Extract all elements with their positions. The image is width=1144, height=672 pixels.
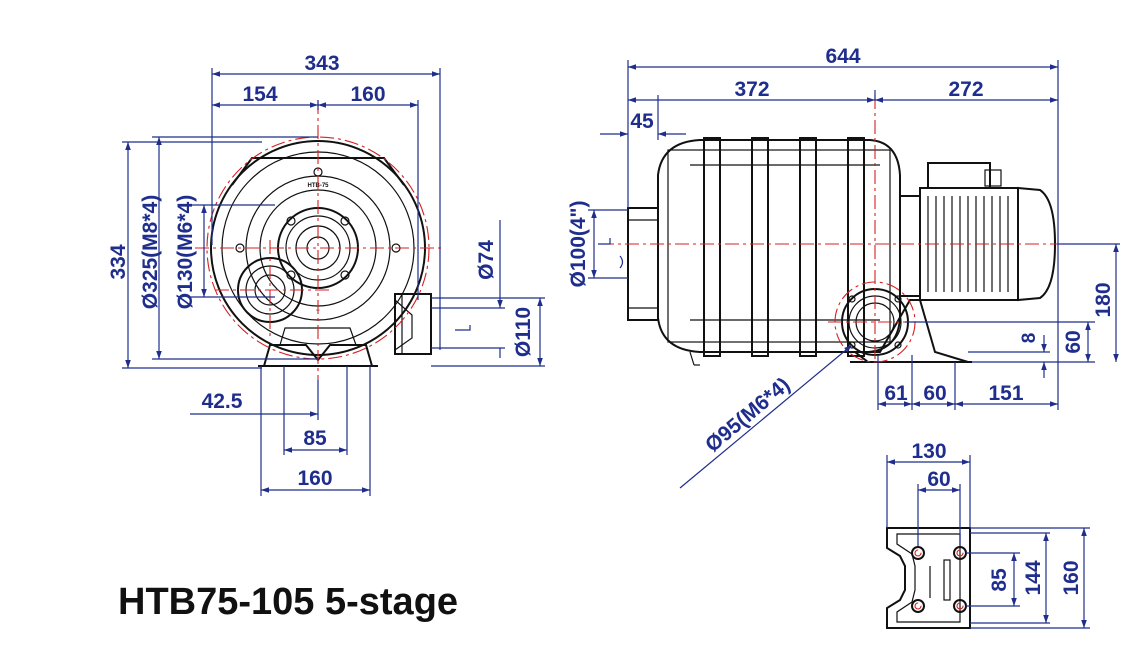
- dim-side-61: 61: [884, 382, 908, 405]
- base-view: 130 60 85 144 160: [886, 440, 1090, 629]
- dim-front-154: 154: [242, 83, 277, 106]
- dim-front-160-base: 160: [297, 467, 332, 490]
- dim-front-343: 343: [304, 52, 339, 75]
- dim-side-151: 151: [988, 382, 1023, 405]
- dim-side-60: 60: [923, 382, 946, 405]
- dim-front-d74: Ø74: [475, 240, 498, 280]
- dim-base-144: 144: [1022, 560, 1045, 595]
- front-housing: HTB-75 ◦◦: [210, 140, 432, 367]
- dim-base-85: 85: [988, 568, 1011, 592]
- front-view: HTB-75 ◦◦ 343 154 160: [107, 52, 545, 496]
- side-dimensions: 644 372 272 45 Ø100(4") Ø95(M6*4): [567, 45, 1120, 489]
- dim-front-85: 85: [303, 427, 327, 450]
- dim-base-130: 130: [911, 440, 946, 463]
- dim-side-45: 45: [630, 110, 654, 133]
- front-dimensions: 343 154 160 334 Ø325(M8*4) Ø130(M6*4): [107, 52, 545, 496]
- dim-side-d100: Ø100(4"): [567, 201, 590, 288]
- base-dimensions: 130 60 85 144 160: [886, 440, 1090, 629]
- dim-front-160: 160: [350, 83, 385, 106]
- side-housing: [627, 137, 1057, 366]
- dim-base-160: 160: [1060, 560, 1083, 595]
- dim-side-60-v: 60: [1062, 330, 1085, 353]
- dim-side-272: 272: [948, 78, 983, 101]
- side-view: 644 372 272 45 Ø100(4") Ø95(M6*4): [567, 45, 1120, 489]
- dim-side-8: 8: [1019, 333, 1040, 344]
- base-outline: [886, 527, 971, 629]
- dim-front-334: 334: [107, 244, 130, 279]
- dim-front-d110: Ø110: [512, 307, 535, 357]
- drawing-title: HTB75-105 5-stage: [118, 581, 458, 623]
- dim-side-180: 180: [1092, 282, 1115, 317]
- dim-side-644: 644: [825, 45, 860, 68]
- front-centerlines: [195, 100, 445, 380]
- dim-side-372: 372: [734, 78, 769, 101]
- dim-side-d95: Ø95(M6*4): [701, 373, 794, 457]
- dim-front-d130: Ø130(M6*4): [174, 195, 197, 309]
- dim-base-60: 60: [927, 468, 950, 491]
- dim-front-d325: Ø325(M8*4): [139, 195, 162, 309]
- dim-front-42-5: 42.5: [202, 390, 243, 413]
